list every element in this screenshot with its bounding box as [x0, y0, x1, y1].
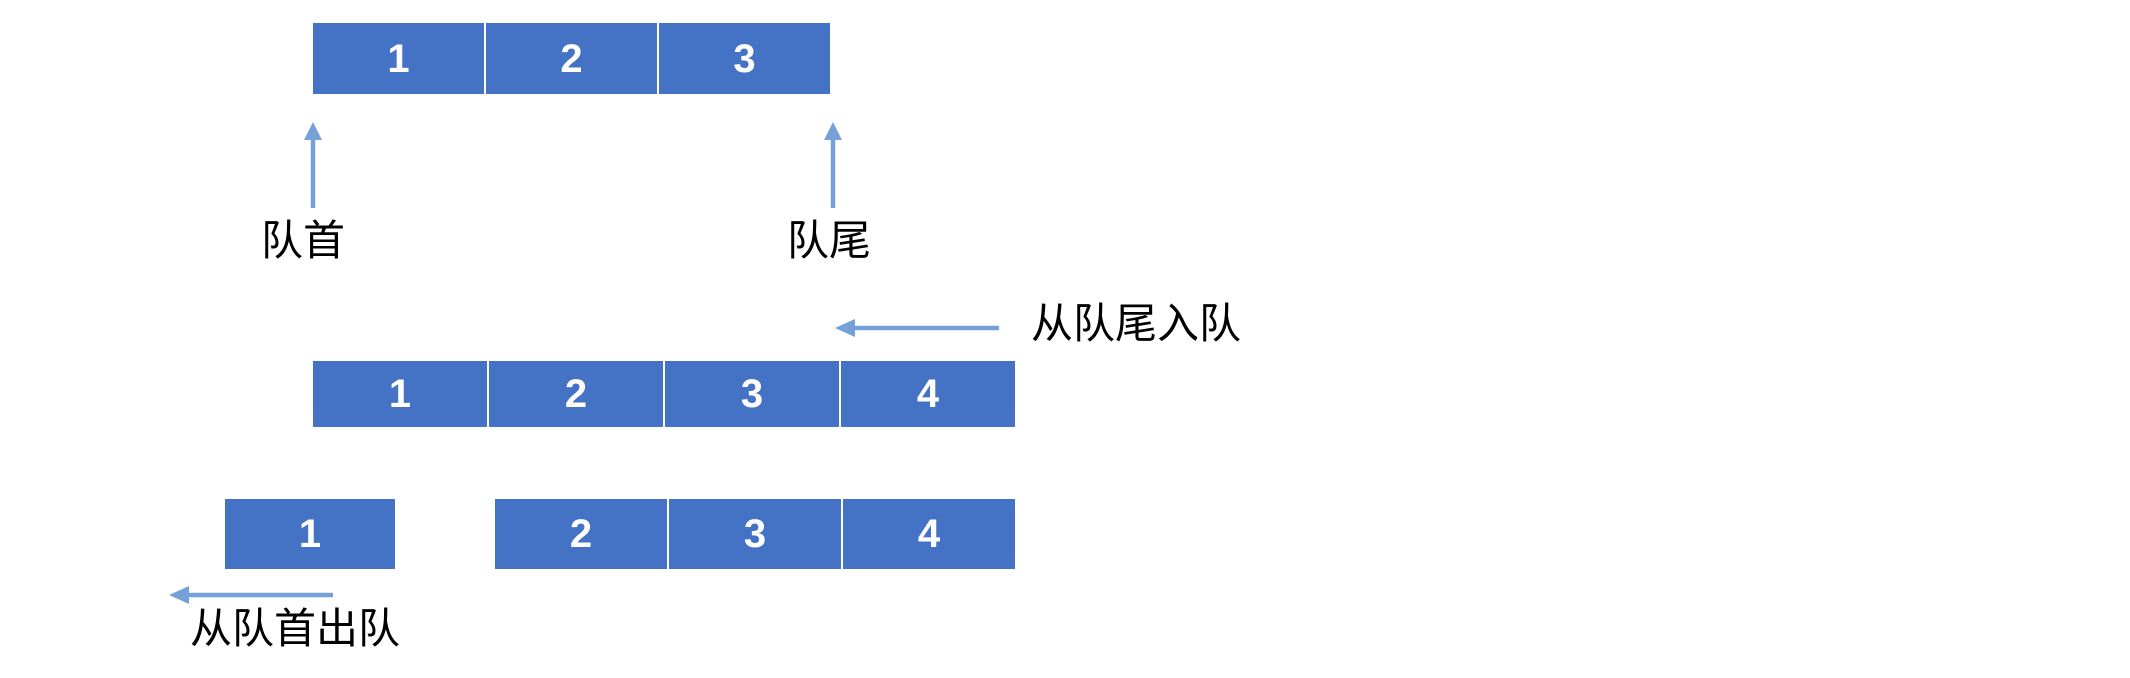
enqueue-queue-row: 1 2 3 4: [313, 361, 1015, 427]
queue-cell: 3: [659, 23, 830, 94]
queue-cell: 1: [313, 23, 484, 94]
queue-cell: 1: [313, 361, 487, 427]
front-label: 队首: [261, 217, 346, 264]
queue-cell: 2: [495, 499, 667, 569]
remaining-queue-row: 2 3 4: [495, 499, 1015, 569]
queue-cell: 2: [489, 361, 663, 427]
queue-cell: 4: [843, 499, 1015, 569]
rear-pointer-arrow-icon: [822, 122, 844, 208]
front-pointer-arrow-icon: [302, 122, 324, 208]
queue-cell: 4: [841, 361, 1015, 427]
dequeued-cell: 1: [225, 499, 395, 569]
dequeue-arrow-icon: [169, 584, 333, 606]
queue-cell: 2: [486, 23, 657, 94]
queue-cell: 3: [669, 499, 841, 569]
rear-label: 队尾: [787, 217, 872, 264]
dequeue-action-label: 从队首出队: [190, 605, 401, 652]
enqueue-action-label: 从队尾入队: [1031, 300, 1242, 347]
queue-cell: 3: [665, 361, 839, 427]
initial-queue-row: 1 2 3: [313, 23, 830, 94]
enqueue-arrow-icon: [835, 317, 999, 339]
